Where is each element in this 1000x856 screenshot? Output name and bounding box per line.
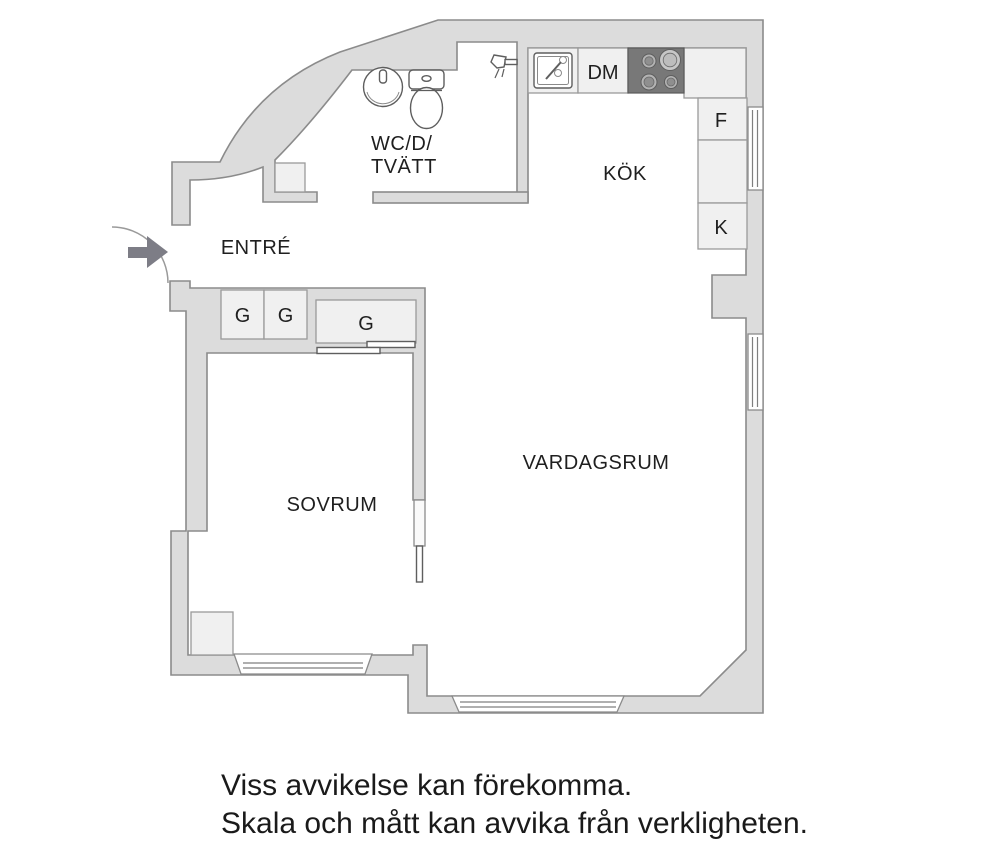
window-living-south [451,695,625,713]
bathroom-label-line1: WC/D/ [371,133,432,155]
refrigerator-label: K [714,217,728,239]
fridge-label: F [715,110,727,132]
bathroom [362,54,518,130]
wardrobe-2-label: G [278,305,294,327]
stove-icon [627,47,685,94]
wardrobe-1 [220,289,265,340]
radiator [190,611,234,656]
wardrobe-2 [263,289,308,340]
wall-bathroom-south [372,191,529,204]
window-kitchen-east [747,106,764,191]
windows [233,106,764,713]
toilet-icon [408,69,445,130]
bathroom-sink-icon [362,66,404,108]
disclaimer-line1: Viss avvikelse kan förekomma. [221,769,632,802]
window-bedroom-south [233,653,373,675]
shower-icon [490,54,518,79]
disclaimer-line2: Skala och mått kan avvika från verklighe… [221,807,808,840]
wardrobe-sliding-door-2 [316,346,381,355]
refrigerator-box [697,202,748,250]
kitchen-label: KÖK [603,163,647,185]
wardrobe-3-label: G [358,313,374,335]
bedroom-door-leaf [415,545,424,583]
bathroom-label-line2: TVÄTT [371,156,437,178]
disclaimer: Viss avvikelse kan förekomma. Skala och … [221,769,808,840]
dishwasher-label: DM [587,62,618,84]
bedroom-door [413,499,426,583]
counter-corner [683,47,747,99]
kitchen-sink-icon [533,52,573,89]
wardrobe-sliding-door-1 [366,340,416,349]
living-room-label: VARDAGSRUM [523,452,670,474]
entry-label: ENTRÉ [221,236,291,259]
wall-ring [169,19,764,714]
bedroom-door-frame [413,499,426,547]
room-labels: ENTRÉ WC/D/ TVÄTT KÖK VARDAGSRUM SOVRUM [221,133,670,516]
wardrobe-1-label: G [235,305,251,327]
duct-box [274,162,306,193]
kitchen: DM F K [527,47,748,250]
entry-arrow-icon [128,236,168,268]
wardrobes: G G G [220,289,417,355]
fridge-box [697,97,748,141]
bedroom-label: SOVRUM [287,494,378,516]
window-living-east [747,333,764,411]
walls [169,19,764,714]
wardrobe-3 [315,299,417,344]
cabinet-box [697,139,748,204]
entry-door [111,226,169,284]
